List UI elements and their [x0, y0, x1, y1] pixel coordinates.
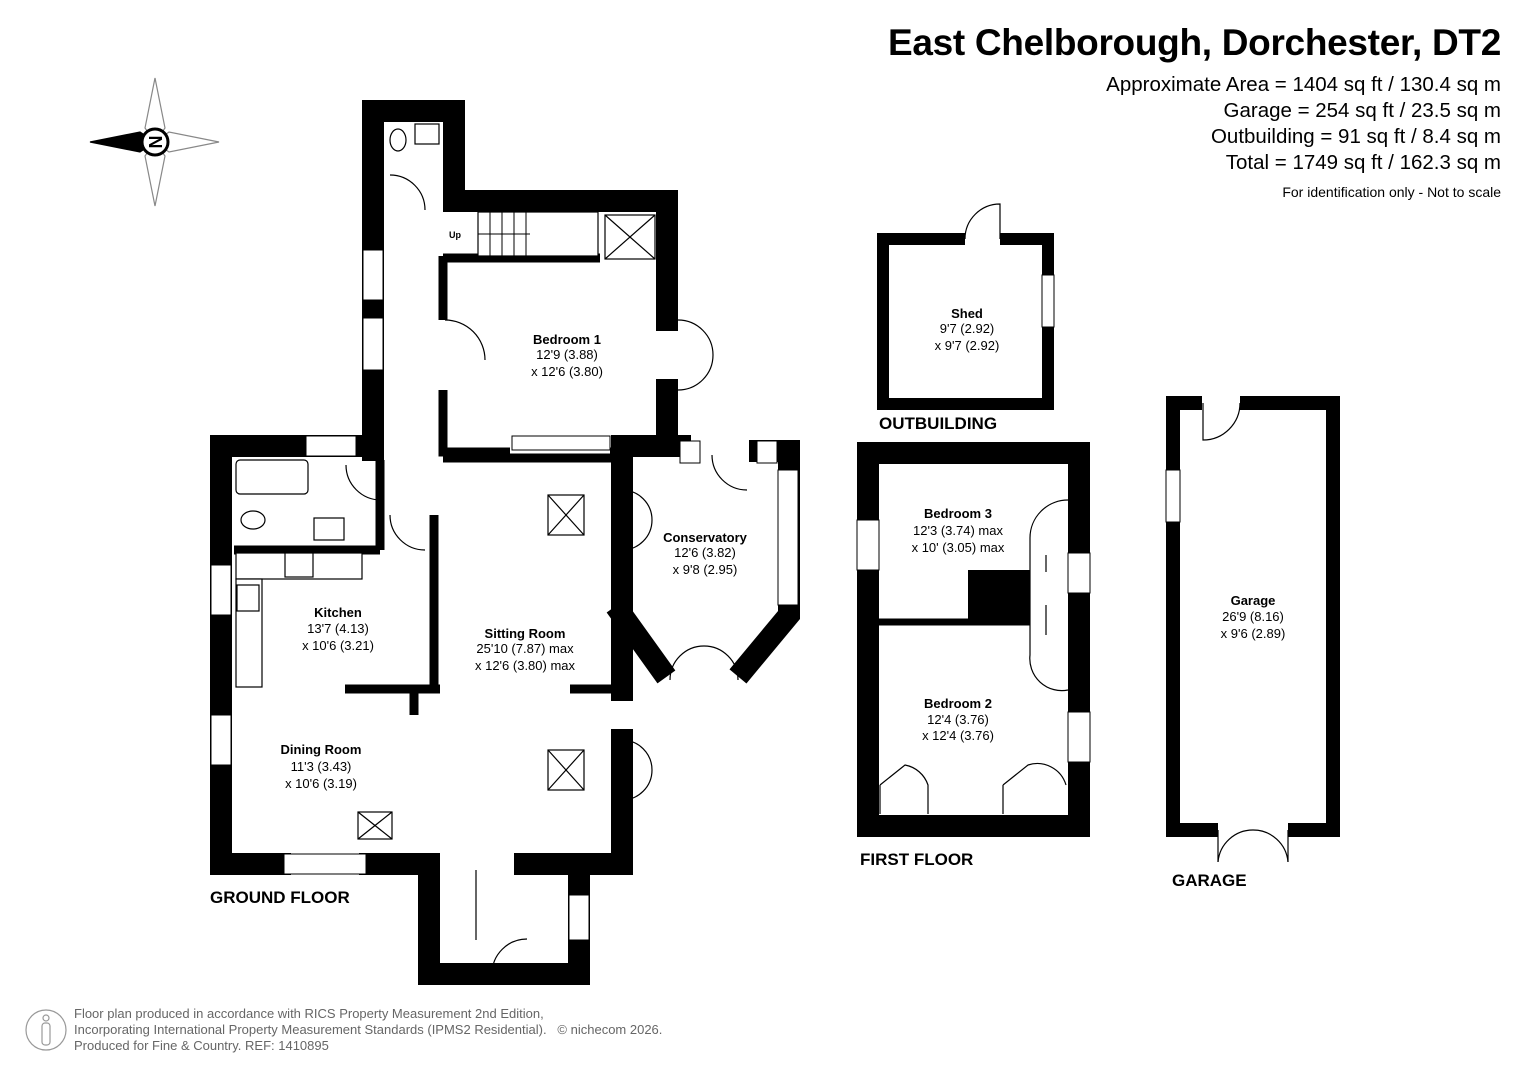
- fixtures: [235, 123, 656, 840]
- basin-icon: [414, 123, 440, 145]
- area-garage: Garage = 254 sq ft / 23.5 sq m: [1223, 99, 1501, 122]
- room-dimension: 12'3 (3.74) max: [913, 523, 1003, 538]
- room-dimension: 12'9 (3.88): [536, 347, 598, 362]
- room-dimension: x 10'6 (3.21): [302, 638, 374, 653]
- room-name: Conservatory: [663, 530, 748, 545]
- ground-floor-walls: [210, 100, 800, 985]
- skylight-icon: [547, 494, 585, 536]
- room-name: Sitting Room: [485, 626, 566, 641]
- room-dimension: x 10' (3.05) max: [912, 540, 1005, 555]
- room-dimension: 13'7 (4.13): [307, 621, 369, 636]
- copyright: © nichecom 2026.: [557, 1022, 663, 1037]
- room-dimension: 9'7 (2.92): [940, 321, 995, 336]
- skylight-icon: [547, 749, 585, 791]
- outbuilding-walls: [877, 233, 1054, 410]
- room-name: Bedroom 2: [924, 696, 992, 711]
- skylight-icon: [357, 811, 393, 840]
- room-dimension: x 12'4 (3.76): [922, 728, 994, 743]
- room-name: Shed: [951, 306, 983, 321]
- interior-walls: [234, 253, 667, 715]
- footer-disclaimer: Floor plan produced in accordance with R…: [74, 1006, 662, 1054]
- person-scale-icon: [25, 1009, 67, 1051]
- floor-label-garage: GARAGE: [1172, 871, 1247, 890]
- doors: [345, 174, 748, 975]
- bath-icon: [235, 459, 309, 495]
- scale-note: For identification only - Not to scale: [1282, 184, 1501, 200]
- compass-icon: N: [89, 77, 220, 207]
- sink-icon: [284, 552, 314, 578]
- windows: [210, 249, 799, 941]
- area-approximate: Approximate Area = 1404 sq ft / 130.4 sq…: [1106, 73, 1501, 96]
- room-dimension: 11'3 (3.43): [291, 759, 352, 774]
- room-dimension: x 9'7 (2.92): [935, 338, 1000, 353]
- footer-line: Incorporating International Property Mea…: [74, 1022, 547, 1037]
- floor-label-outbuilding: OUTBUILDING: [879, 414, 997, 433]
- property-title: East Chelborough, Dorchester, DT2: [887, 22, 1501, 63]
- room-dimension: 25'10 (7.87) max: [476, 641, 574, 656]
- stairs-up-label: Up: [449, 230, 461, 240]
- toilet-icon: [240, 510, 266, 530]
- area-summary: Approximate Area = 1404 sq ft / 130.4 sq…: [1106, 72, 1501, 176]
- footer-line: Floor plan produced in accordance with R…: [74, 1006, 544, 1021]
- room-dimension: x 12'6 (3.80) max: [475, 658, 576, 673]
- room-dimension: 12'4 (3.76): [927, 712, 989, 727]
- floor-label-ground: GROUND FLOOR: [210, 888, 350, 907]
- room-dimension: x 10'6 (3.19): [285, 776, 357, 791]
- area-outbuilding: Outbuilding = 91 sq ft / 8.4 sq m: [1210, 125, 1501, 148]
- room-name: Dining Room: [281, 742, 362, 757]
- room-dimension: 26'9 (8.16): [1222, 609, 1284, 624]
- room-name: Garage: [1231, 593, 1276, 608]
- room-dimension: x 9'8 (2.95): [673, 562, 738, 577]
- toilet-icon: [389, 128, 407, 152]
- room-name: Bedroom 1: [533, 332, 601, 347]
- footer-line: Produced for Fine & Country. REF: 141089…: [74, 1038, 329, 1053]
- room-name: Bedroom 3: [924, 506, 992, 521]
- room-dimension: 12'6 (3.82): [674, 545, 736, 560]
- sink-icon: [236, 584, 260, 612]
- room-name: Kitchen: [314, 605, 362, 620]
- room-dimension: x 12'6 (3.80): [531, 364, 603, 379]
- first-floor-walls: [857, 442, 1090, 837]
- floor-label-first: FIRST FLOOR: [860, 850, 973, 869]
- compass-north-label: N: [146, 136, 166, 149]
- basin-icon: [313, 517, 345, 541]
- area-total: Total = 1749 sq ft / 162.3 sq m: [1225, 151, 1501, 174]
- garage-walls: [1166, 396, 1340, 837]
- room-dimension: x 9'6 (2.89): [1221, 626, 1286, 641]
